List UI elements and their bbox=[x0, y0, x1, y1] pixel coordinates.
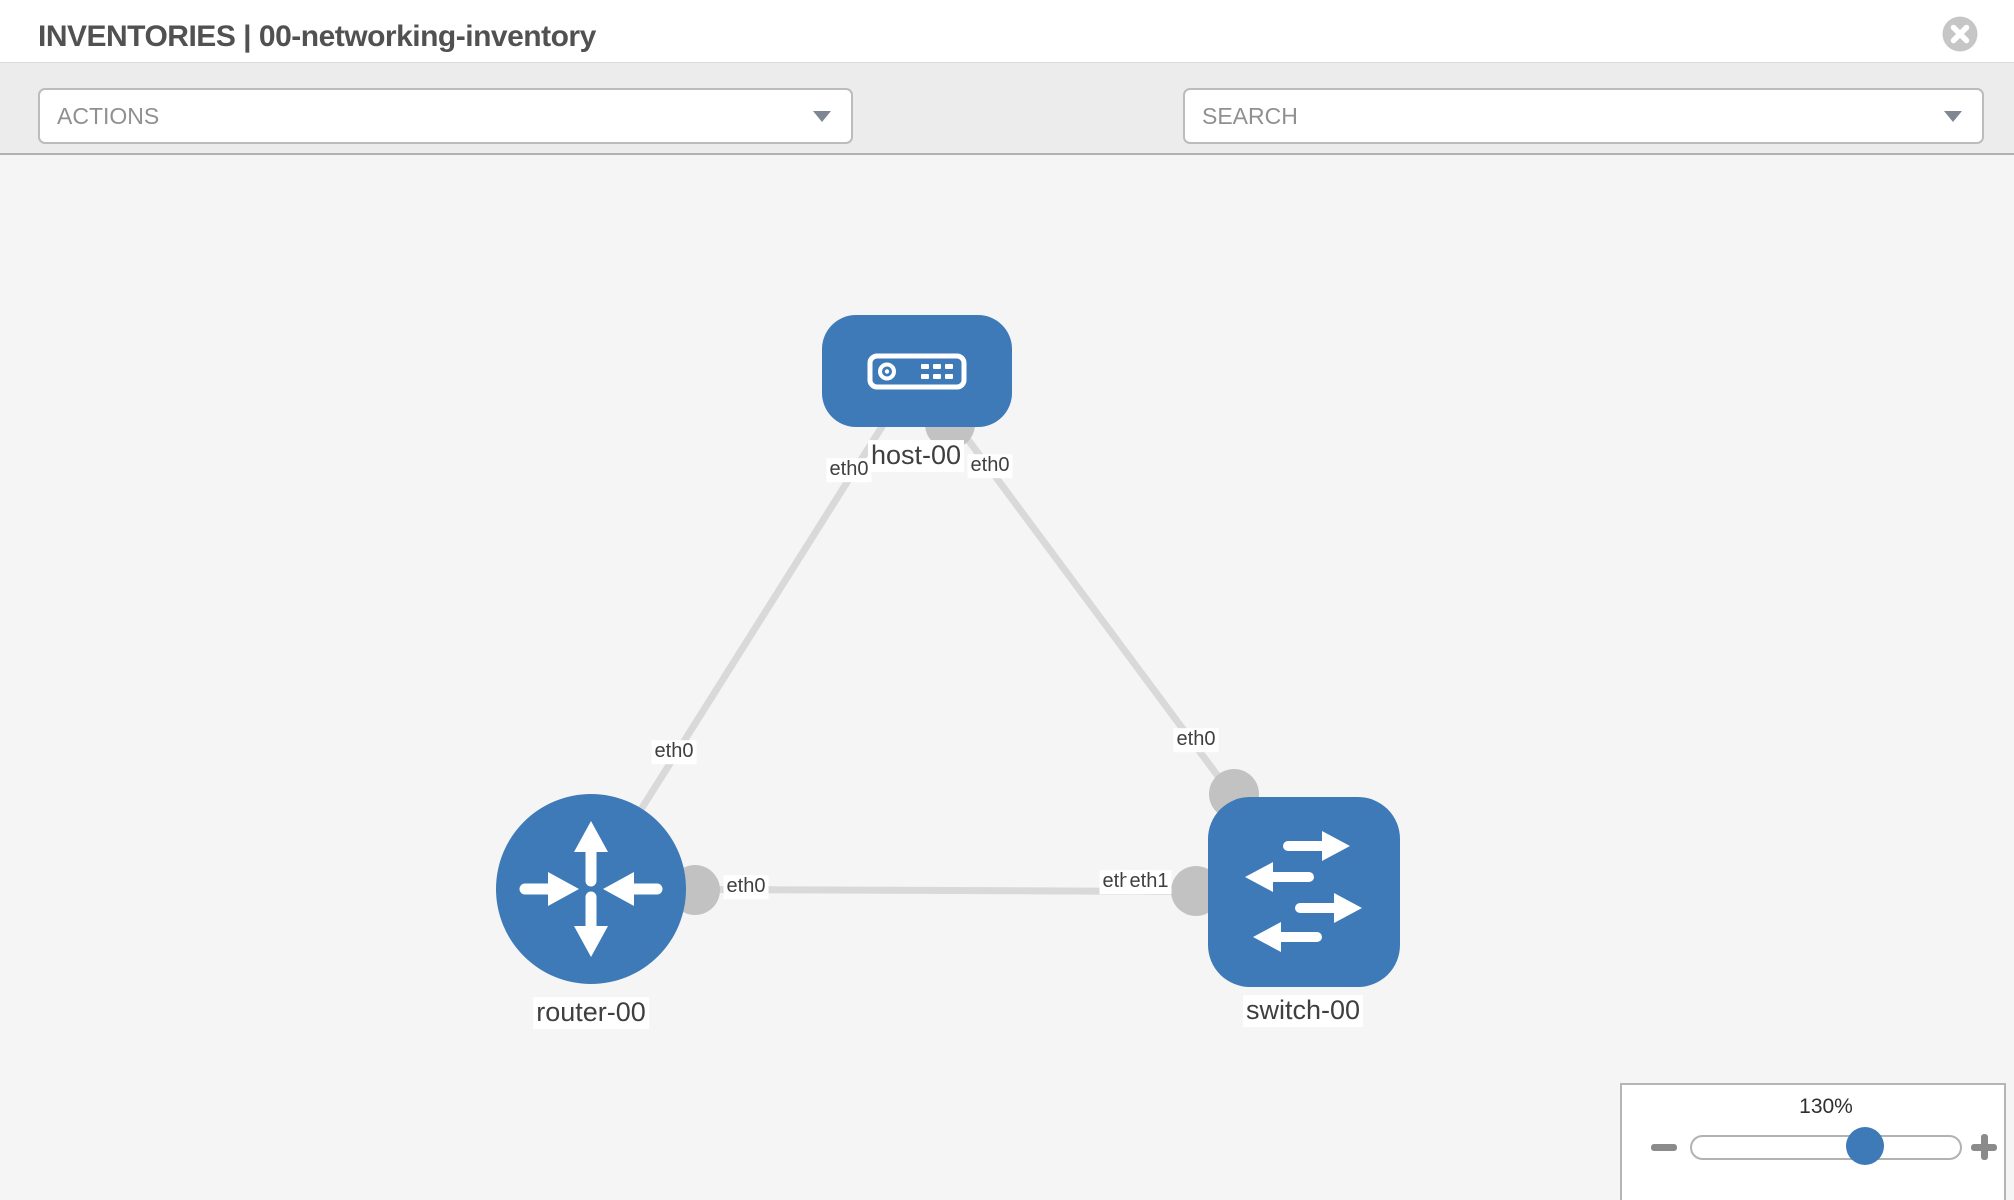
zoom-out-button[interactable] bbox=[1649, 1132, 1679, 1162]
search-dropdown[interactable]: SEARCH bbox=[1183, 88, 1984, 144]
zoom-control-panel: 130% bbox=[1620, 1083, 2006, 1200]
chevron-down-icon bbox=[1944, 111, 1962, 122]
node-host[interactable] bbox=[822, 315, 1012, 427]
zoom-slider-thumb[interactable] bbox=[1846, 1127, 1884, 1165]
port-label-router-right: eth0 bbox=[723, 875, 769, 899]
port-label-link-host-router: eth0 bbox=[651, 740, 697, 764]
port-circles bbox=[670, 399, 1259, 916]
port-label-host-right: eth0 bbox=[967, 454, 1013, 478]
node-router[interactable] bbox=[496, 794, 686, 984]
close-icon bbox=[1942, 16, 1978, 52]
actions-dropdown-label: ACTIONS bbox=[57, 102, 160, 129]
node-label-host: host-00 bbox=[867, 440, 965, 472]
port-label-link-host-switch: eth0 bbox=[1173, 728, 1219, 752]
port-label-switch-mid-eth1: eth1 bbox=[1126, 870, 1172, 894]
header-bar: INVENTORIES | 00-networking-inventory bbox=[0, 0, 2014, 63]
link-host-router[interactable] bbox=[588, 369, 920, 891]
plus-icon-v bbox=[1981, 1134, 1988, 1160]
node-switch[interactable] bbox=[1208, 797, 1400, 987]
zoom-percentage: 130% bbox=[1799, 1095, 1853, 1118]
minus-icon bbox=[1651, 1144, 1677, 1151]
actions-dropdown[interactable]: ACTIONS bbox=[38, 88, 853, 144]
zoom-slider-track[interactable] bbox=[1690, 1135, 1962, 1160]
port-label-host-left: eth0 bbox=[826, 458, 872, 482]
host-device-icon bbox=[867, 353, 967, 390]
router-arrows-icon bbox=[519, 821, 663, 957]
chevron-down-icon bbox=[813, 111, 831, 122]
zoom-in-button[interactable] bbox=[1969, 1132, 1999, 1162]
node-label-router: router-00 bbox=[533, 997, 649, 1029]
toolbar: ACTIONS SEARCH bbox=[0, 63, 2014, 155]
switch-arrows-icon bbox=[1245, 831, 1362, 952]
page-title: INVENTORIES | 00-networking-inventory bbox=[38, 20, 596, 53]
search-placeholder: SEARCH bbox=[1202, 102, 1298, 129]
node-label-switch: switch-00 bbox=[1242, 995, 1364, 1027]
close-button[interactable] bbox=[1941, 15, 1979, 53]
